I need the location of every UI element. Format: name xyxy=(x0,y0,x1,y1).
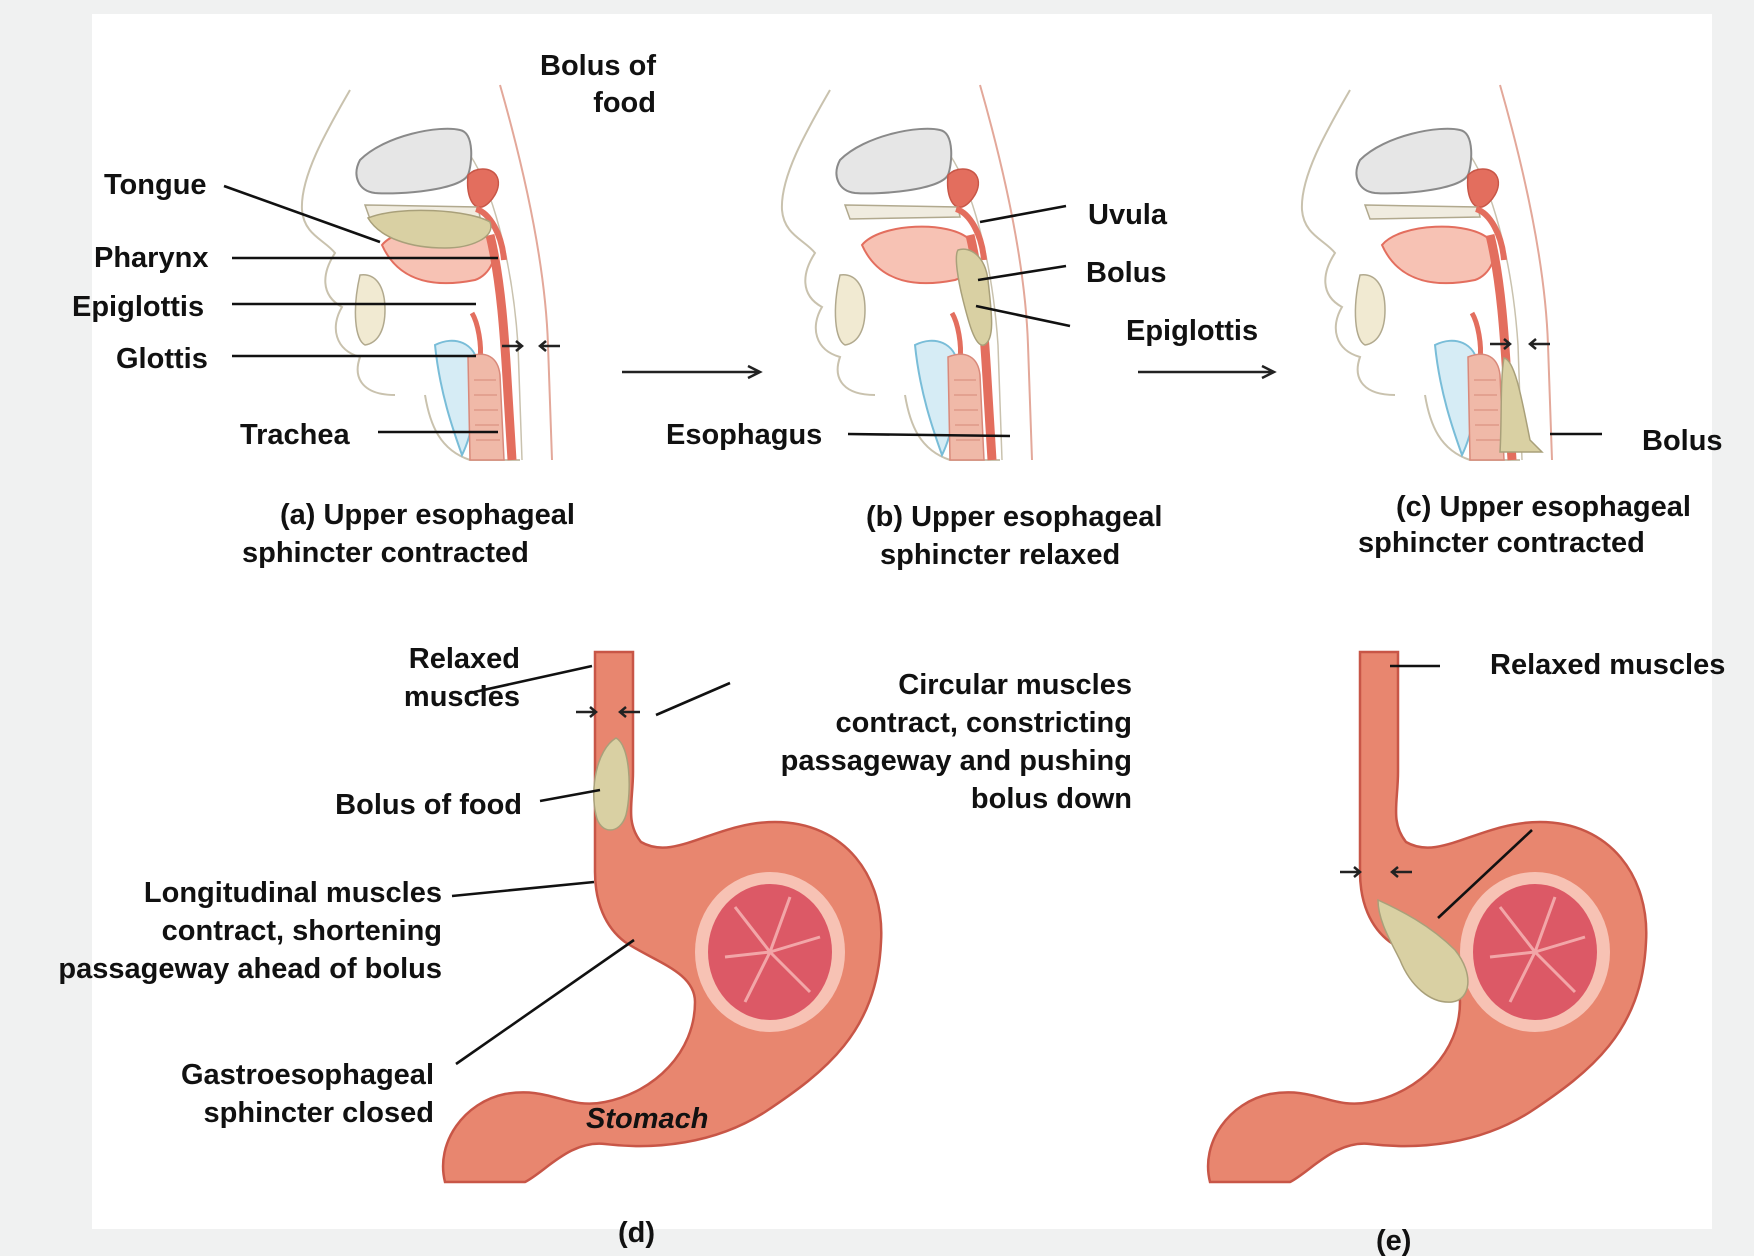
label-relaxed-muscles-d: Relaxed xyxy=(409,643,520,675)
label-tongue: Tongue xyxy=(104,169,207,201)
caption-a: sphincter contracted xyxy=(242,537,529,569)
label-bolus-of-food-d: Bolus of food xyxy=(335,789,522,821)
caption-c: (c) Upper esophageal xyxy=(1396,491,1691,523)
caption-d: (d) xyxy=(618,1217,655,1249)
label-epiglottis-b: Epiglottis xyxy=(1126,315,1258,347)
label-uvula: Uvula xyxy=(1088,199,1168,231)
label-bolus-c: Bolus xyxy=(1642,425,1723,457)
caption-e: (e) xyxy=(1376,1225,1411,1256)
label-gastroesophageal: Gastroesophageal xyxy=(181,1059,434,1091)
label-longitudinal-muscles: Longitudinal muscles xyxy=(144,877,442,909)
label-trachea: Trachea xyxy=(240,419,350,451)
label-glottis: Glottis xyxy=(116,343,208,375)
label-esophagus: Esophagus xyxy=(666,419,822,451)
label-circular-muscles: bolus down xyxy=(971,783,1132,815)
label-circular-muscles: passageway and pushing xyxy=(781,745,1132,777)
caption-b: sphincter relaxed xyxy=(880,539,1120,571)
label-stomach: Stomach xyxy=(586,1103,708,1135)
label-gastroesophageal: sphincter closed xyxy=(204,1097,434,1129)
label-pharynx: Pharynx xyxy=(94,242,208,274)
label-bolus-b: Bolus xyxy=(1086,257,1167,289)
caption-c: sphincter contracted xyxy=(1358,527,1645,559)
label-longitudinal-muscles: passageway ahead of bolus xyxy=(58,953,442,985)
label-circular-muscles: contract, constricting xyxy=(836,707,1133,739)
label-bolus-of-food-a: Bolus of xyxy=(540,50,656,82)
label-longitudinal-muscles: contract, shortening xyxy=(162,915,442,947)
label-circular-muscles: Circular muscles xyxy=(898,669,1132,701)
caption-a: (a) Upper esophageal xyxy=(280,499,575,531)
label-epiglottis-a: Epiglottis xyxy=(72,291,204,323)
caption-b: (b) Upper esophageal xyxy=(866,501,1163,533)
label-relaxed-muscles-e: Relaxed muscles xyxy=(1490,649,1725,681)
label-bolus-of-food-a: food xyxy=(593,87,656,119)
